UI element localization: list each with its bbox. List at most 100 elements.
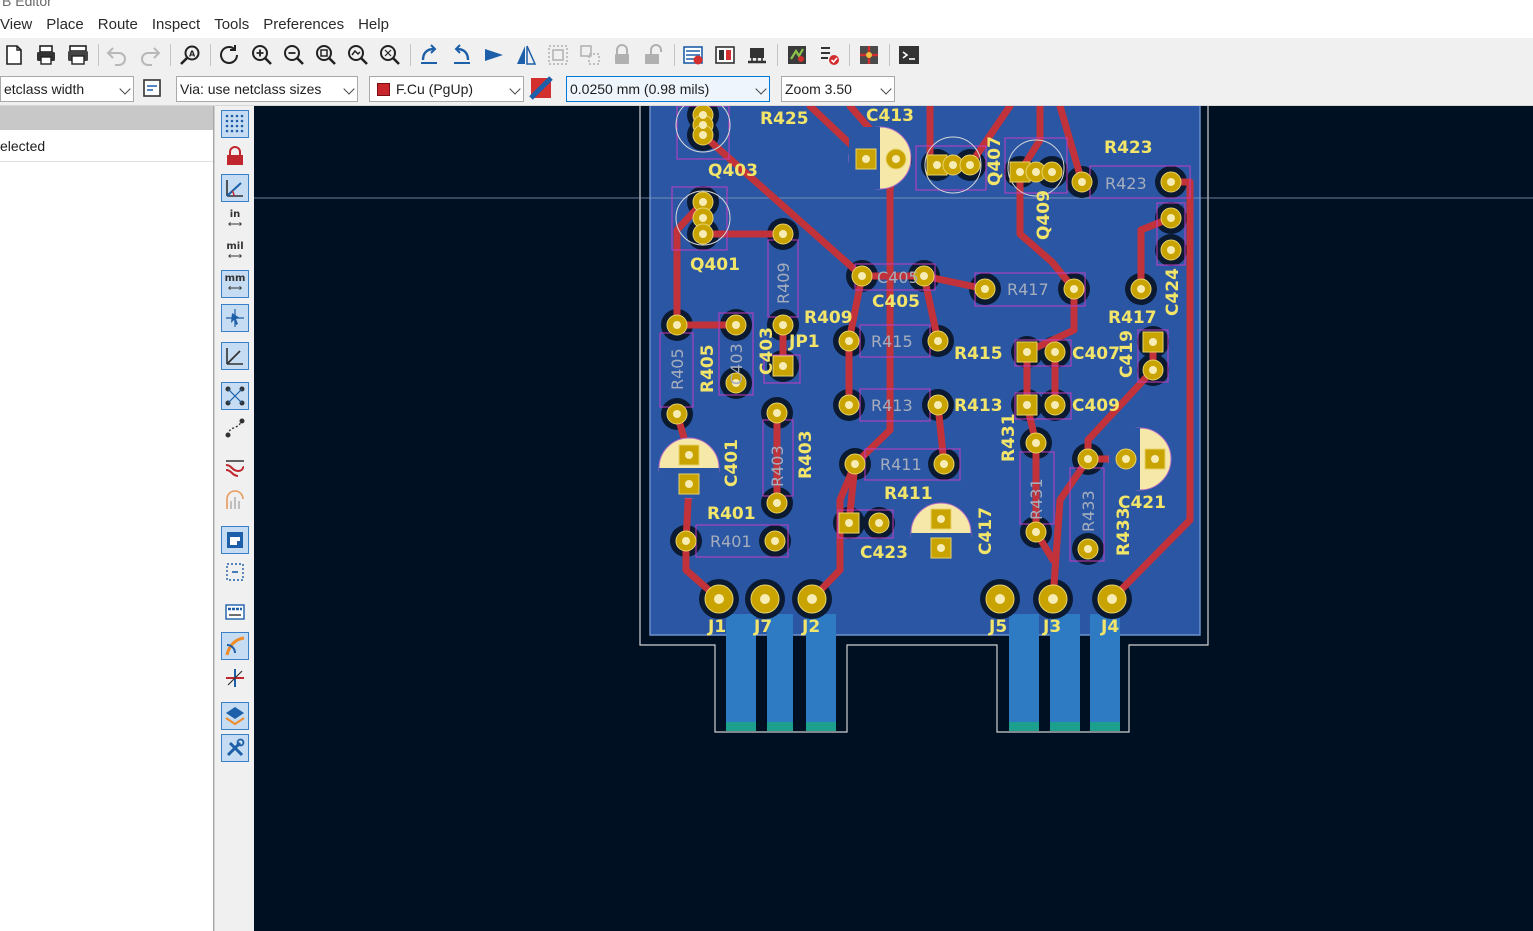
- menu-route[interactable]: Route: [97, 16, 138, 33]
- ref-q403: Q403: [708, 161, 758, 181]
- high-contrast-icon[interactable]: [221, 632, 249, 660]
- netlist-icon[interactable]: [679, 41, 707, 69]
- rotate-ccw-icon[interactable]: [415, 41, 443, 69]
- track-width-select[interactable]: etclass width: [0, 76, 134, 102]
- ratsnest-icon[interactable]: [221, 382, 249, 410]
- unlock-icon[interactable]: [640, 41, 668, 69]
- menu-bar: View Place Route Inspect Tools Preferenc…: [0, 12, 1533, 38]
- ungroup-icon[interactable]: [576, 41, 604, 69]
- grid-toggle-icon[interactable]: [221, 110, 249, 138]
- units-mil-icon[interactable]: mil⟷: [226, 241, 244, 262]
- ref-r423: R423: [1104, 138, 1153, 158]
- ref-c405: C405: [872, 292, 920, 312]
- selection-filter-panel: elected: [0, 106, 214, 931]
- find-icon[interactable]: A: [176, 41, 204, 69]
- ref-r411: R411: [884, 484, 933, 504]
- vias-sketch-icon[interactable]: [221, 558, 249, 586]
- layer-select[interactable]: F.Cu (PgUp): [369, 76, 524, 102]
- redo-icon[interactable]: [136, 41, 164, 69]
- zoom-objects-icon[interactable]: [344, 41, 372, 69]
- value-r431: R431: [1027, 478, 1046, 520]
- polar-coords-icon[interactable]: [221, 174, 249, 202]
- value-r423: R423: [1105, 174, 1147, 193]
- main-toolbar: A: [0, 38, 1533, 72]
- units-mm-label: mm: [224, 273, 246, 284]
- zoom-selection-icon[interactable]: [376, 41, 404, 69]
- cursor-shape-icon[interactable]: [221, 304, 249, 332]
- refresh-icon[interactable]: [215, 41, 243, 69]
- layer-pair-icon[interactable]: [527, 74, 555, 102]
- zoom-out-icon[interactable]: [280, 41, 308, 69]
- print-icon[interactable]: [32, 41, 60, 69]
- ref-r425: R425: [760, 109, 809, 129]
- via-size-value: Via: use netclass sizes: [180, 81, 322, 97]
- panel-header: [0, 106, 213, 130]
- show-zones-icon[interactable]: [221, 454, 249, 482]
- ref-q409: Q409: [1034, 190, 1054, 240]
- lock-icon[interactable]: [608, 41, 636, 69]
- pcb-canvas[interactable]: R423 R409 C405 R417 R415 R405 C403 R413 …: [254, 106, 1533, 931]
- value-r415: R415: [871, 332, 913, 351]
- track-width-value: etclass width: [4, 81, 85, 97]
- value-r417: R417: [1007, 280, 1049, 299]
- update-pcb-icon[interactable]: [783, 41, 811, 69]
- via-size-select[interactable]: Via: use netclass sizes: [176, 76, 358, 102]
- menu-view[interactable]: View: [0, 16, 33, 33]
- ref-j3: J3: [1042, 617, 1061, 637]
- scripting-console-icon[interactable]: [895, 41, 923, 69]
- ref-r431: R431: [999, 413, 1019, 462]
- menu-tools[interactable]: Tools: [214, 16, 250, 33]
- menu-preferences[interactable]: Preferences: [263, 16, 345, 33]
- drc-icon[interactable]: [815, 41, 843, 69]
- track-settings-icon[interactable]: [138, 74, 166, 102]
- ref-r409: R409: [804, 308, 853, 328]
- zoom-in-icon[interactable]: [248, 41, 276, 69]
- mirror-icon[interactable]: [512, 41, 540, 69]
- net-color-icon[interactable]: [221, 664, 249, 692]
- properties-icon[interactable]: [221, 734, 249, 762]
- pads-sketch-icon[interactable]: [221, 526, 249, 554]
- menu-place[interactable]: Place: [46, 16, 84, 33]
- menu-inspect[interactable]: Inspect: [151, 16, 201, 33]
- through-hole-pads: [666, 106, 1182, 614]
- value-r405: R405: [668, 348, 687, 390]
- board-edge-cuts: [639, 106, 1209, 733]
- tracks-sketch-icon[interactable]: [221, 598, 249, 626]
- ref-r413: R413: [954, 396, 1003, 416]
- footprint-browser-icon[interactable]: [711, 41, 739, 69]
- value-r413: R413: [871, 396, 913, 415]
- menu-help[interactable]: Help: [358, 16, 389, 33]
- units-mil-label: mil: [226, 241, 244, 252]
- group-icon[interactable]: [544, 41, 572, 69]
- new-board-icon[interactable]: [0, 41, 28, 69]
- value-r403: R403: [768, 445, 787, 487]
- undo-icon[interactable]: [103, 41, 131, 69]
- ref-jp1: JP1: [788, 332, 820, 352]
- flip-icon[interactable]: [480, 41, 508, 69]
- angle-snap-icon[interactable]: [221, 342, 249, 370]
- ref-c401: C401: [722, 439, 742, 487]
- rotate-cw-icon[interactable]: [448, 41, 476, 69]
- value-r411: R411: [880, 455, 922, 474]
- zoom-select[interactable]: Zoom 3.50: [781, 76, 895, 102]
- ref-r417: R417: [1108, 308, 1157, 328]
- ref-c407: C407: [1072, 344, 1120, 364]
- footprint-editor-icon[interactable]: [743, 41, 771, 69]
- interactive-router-icon[interactable]: [855, 41, 883, 69]
- options-toolbar: etclass width Via: use netclass sizes F.…: [0, 72, 1533, 106]
- ref-j7: J7: [753, 617, 772, 637]
- title-bar: B Editor: [0, 0, 1533, 12]
- plot-icon[interactable]: [64, 41, 92, 69]
- units-inch-icon[interactable]: in⟷: [227, 209, 243, 230]
- ref-r403: R403: [796, 430, 816, 479]
- drc-lock-icon[interactable]: [221, 142, 249, 170]
- curved-ratsnest-icon[interactable]: [221, 414, 249, 442]
- show-zone-outlines-icon[interactable]: [221, 486, 249, 514]
- ref-r433: R433: [1114, 507, 1134, 556]
- value-c403: C403: [727, 343, 746, 385]
- zoom-fit-icon[interactable]: [312, 41, 340, 69]
- reference-designators: R425 C413 Q403 Q407 Q409 R423 Q401 R409 …: [690, 106, 1183, 637]
- grid-select[interactable]: 0.0250 mm (0.98 mils): [566, 76, 770, 102]
- units-mm-icon[interactable]: mm⟷: [221, 270, 249, 298]
- layers-manager-icon[interactable]: [221, 702, 249, 730]
